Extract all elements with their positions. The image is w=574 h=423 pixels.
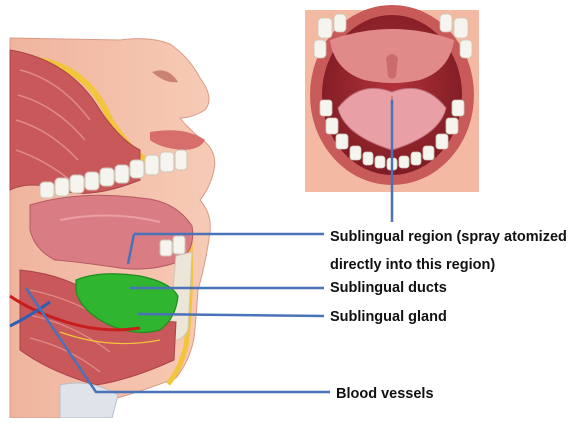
label-sublingual-gland: Sublingual gland [330,305,447,329]
tongue [30,195,193,269]
label-sublingual-region: Sublingual region (spray atomized direct… [330,225,567,277]
label-sublingual-region-line1: Sublingual region (spray atomized [330,225,567,249]
head-cross-section [10,38,215,418]
label-sublingual-ducts: Sublingual ducts [330,276,447,300]
label-blood-vessels: Blood vessels [336,382,434,406]
label-sublingual-region-line2: directly into this region) [330,253,567,277]
